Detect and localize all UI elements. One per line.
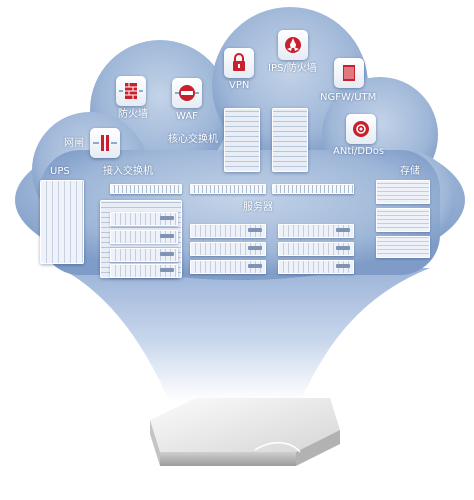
ngfw-utm-icon [334, 58, 364, 88]
waf-label: WAF [176, 111, 198, 122]
firewall-label: 防火墙 [118, 109, 148, 120]
core-switch-chassis-left [224, 108, 260, 172]
access-switch [190, 184, 266, 194]
access-switch [110, 184, 182, 194]
server-unit [110, 264, 178, 278]
firewall-brick-icon [116, 76, 146, 106]
server-unit [190, 242, 266, 256]
server-unit [110, 212, 178, 226]
storage-label: 存储 [400, 166, 420, 177]
base-platform [150, 398, 340, 466]
vpn-label: VPN [229, 80, 250, 91]
ips-firewall-label: IPS/防火墙 [268, 63, 317, 74]
ngfw-utm-label: NGFW/UTM [320, 92, 377, 103]
vpn-padlock-icon [224, 48, 254, 78]
server-unit [190, 260, 266, 274]
anti-ddos-icon [346, 114, 376, 144]
anti-ddos-label: ANti/DDos [333, 146, 385, 157]
servers-label: 服务器 [243, 202, 273, 213]
projection-beam [60, 268, 430, 402]
server-unit [278, 242, 354, 256]
gateway-label: 网闸 [64, 138, 84, 149]
storage-unit [376, 180, 430, 204]
access-switch-label: 接入交换机 [103, 166, 153, 177]
server-unit [110, 248, 178, 262]
gateway-gap-icon [90, 128, 120, 158]
server-unit [190, 224, 266, 238]
access-switch [272, 184, 354, 194]
server-unit [278, 260, 354, 274]
server-unit [110, 230, 178, 244]
core-switch-label: 核心交换机 [168, 134, 218, 145]
server-unit [278, 224, 354, 238]
storage-unit [376, 236, 430, 258]
ups-label: UPS [50, 166, 70, 177]
waf-shield-icon [172, 78, 202, 108]
ups-cabinet [40, 180, 84, 264]
storage-unit [376, 208, 430, 232]
ips-firewall-icon [278, 30, 308, 60]
core-switch-chassis-right [272, 108, 308, 172]
